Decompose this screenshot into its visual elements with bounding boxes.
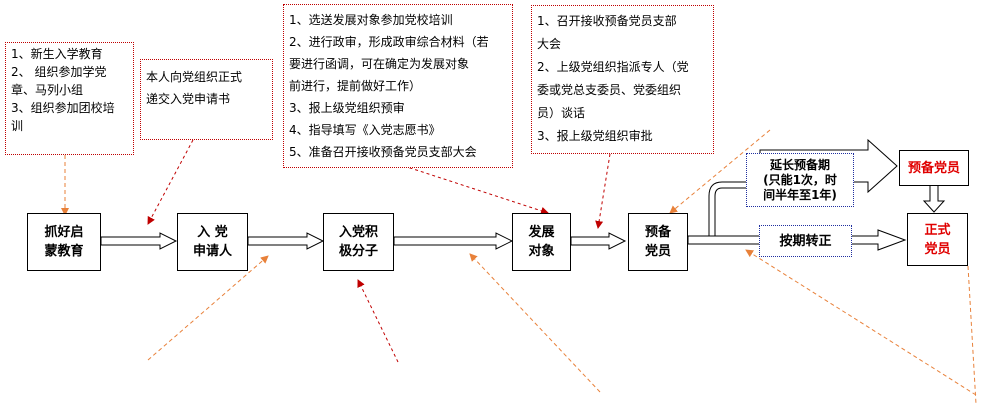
extend-probation-label: 延长预备期 (只能1次，时 间半年至1年) — [746, 153, 854, 207]
note-line: 2、上级党组织指派专人（党 — [537, 60, 689, 74]
note-line: 前进行，提前做好工作） — [289, 79, 422, 93]
note-line: 3、报上级党组织审批 — [537, 129, 653, 143]
note-probationary: 1、召开接收预备党员支部 大会 2、上级党组织指派专人（党 委或党总支委员、党委… — [531, 5, 714, 154]
note-line: 章、马列小组 — [11, 83, 84, 97]
flow-arrow-3 — [393, 232, 514, 250]
down-arrow — [922, 184, 946, 213]
flow-arrow-4 — [570, 232, 627, 250]
note-line: 1、新生入学教育 — [11, 47, 103, 61]
note-line: 要进行函调，可在确定为发展对象 — [289, 57, 470, 71]
note-line: 3、报上级党组织预审 — [289, 101, 405, 115]
flow-arrow-1 — [100, 232, 178, 250]
step-party-activist: 入党积 极分子 — [323, 213, 394, 271]
step-party-applicant: 入 党 申请人 — [177, 213, 248, 271]
note-line: 5、准备召开接收预备党员支部大会 — [289, 145, 477, 159]
ontime-conversion-label: 按期转正 — [759, 225, 852, 257]
note-application: 本人向党组织正式 递交入党申请书 — [140, 59, 273, 140]
note-line: 大会 — [537, 37, 562, 51]
note-line: 2、 组织参加学党 — [11, 65, 107, 79]
note-line: 2、进行政审，形成政审综合材料（若 — [289, 35, 489, 49]
orange-dashed-arrows — [61, 129, 977, 405]
flow-arrow-2 — [247, 232, 325, 250]
note-line: 1、召开接收预备党员支部 — [537, 14, 677, 28]
step-probationary-member: 预备 党员 — [628, 213, 688, 271]
red-dashed-arrows — [147, 139, 611, 363]
note-development-target: 1、选送发展对象参加党校培训 2、进行政审，形成政审综合材料（若 要进行函调，可… — [283, 4, 513, 168]
note-line: 1、选送发展对象参加党校培训 — [289, 13, 453, 27]
note-line: 本人向党组织正式 — [146, 70, 243, 84]
step-enlightenment-education: 抓好启 蒙教育 — [27, 213, 101, 271]
note-enlightenment: 1、新生入学教育 2、 组织参加学党 章、马列小组 3、组织参加团校培 训 — [5, 42, 134, 155]
note-line: 员）谈话 — [537, 106, 586, 120]
step-full-member: 正式 党员 — [907, 213, 968, 266]
note-line: 4、指导填写《入党志愿书》 — [289, 123, 441, 137]
note-line: 委或党总支委员、党委组织 — [537, 83, 682, 97]
note-line: 递交入党申请书 — [146, 92, 231, 106]
step-probationary-member-result: 预备党员 — [899, 150, 969, 186]
note-line: 训 — [11, 119, 24, 133]
note-line: 3、组织参加团校培 — [11, 101, 115, 115]
step-development-target: 发展 对象 — [512, 213, 571, 271]
